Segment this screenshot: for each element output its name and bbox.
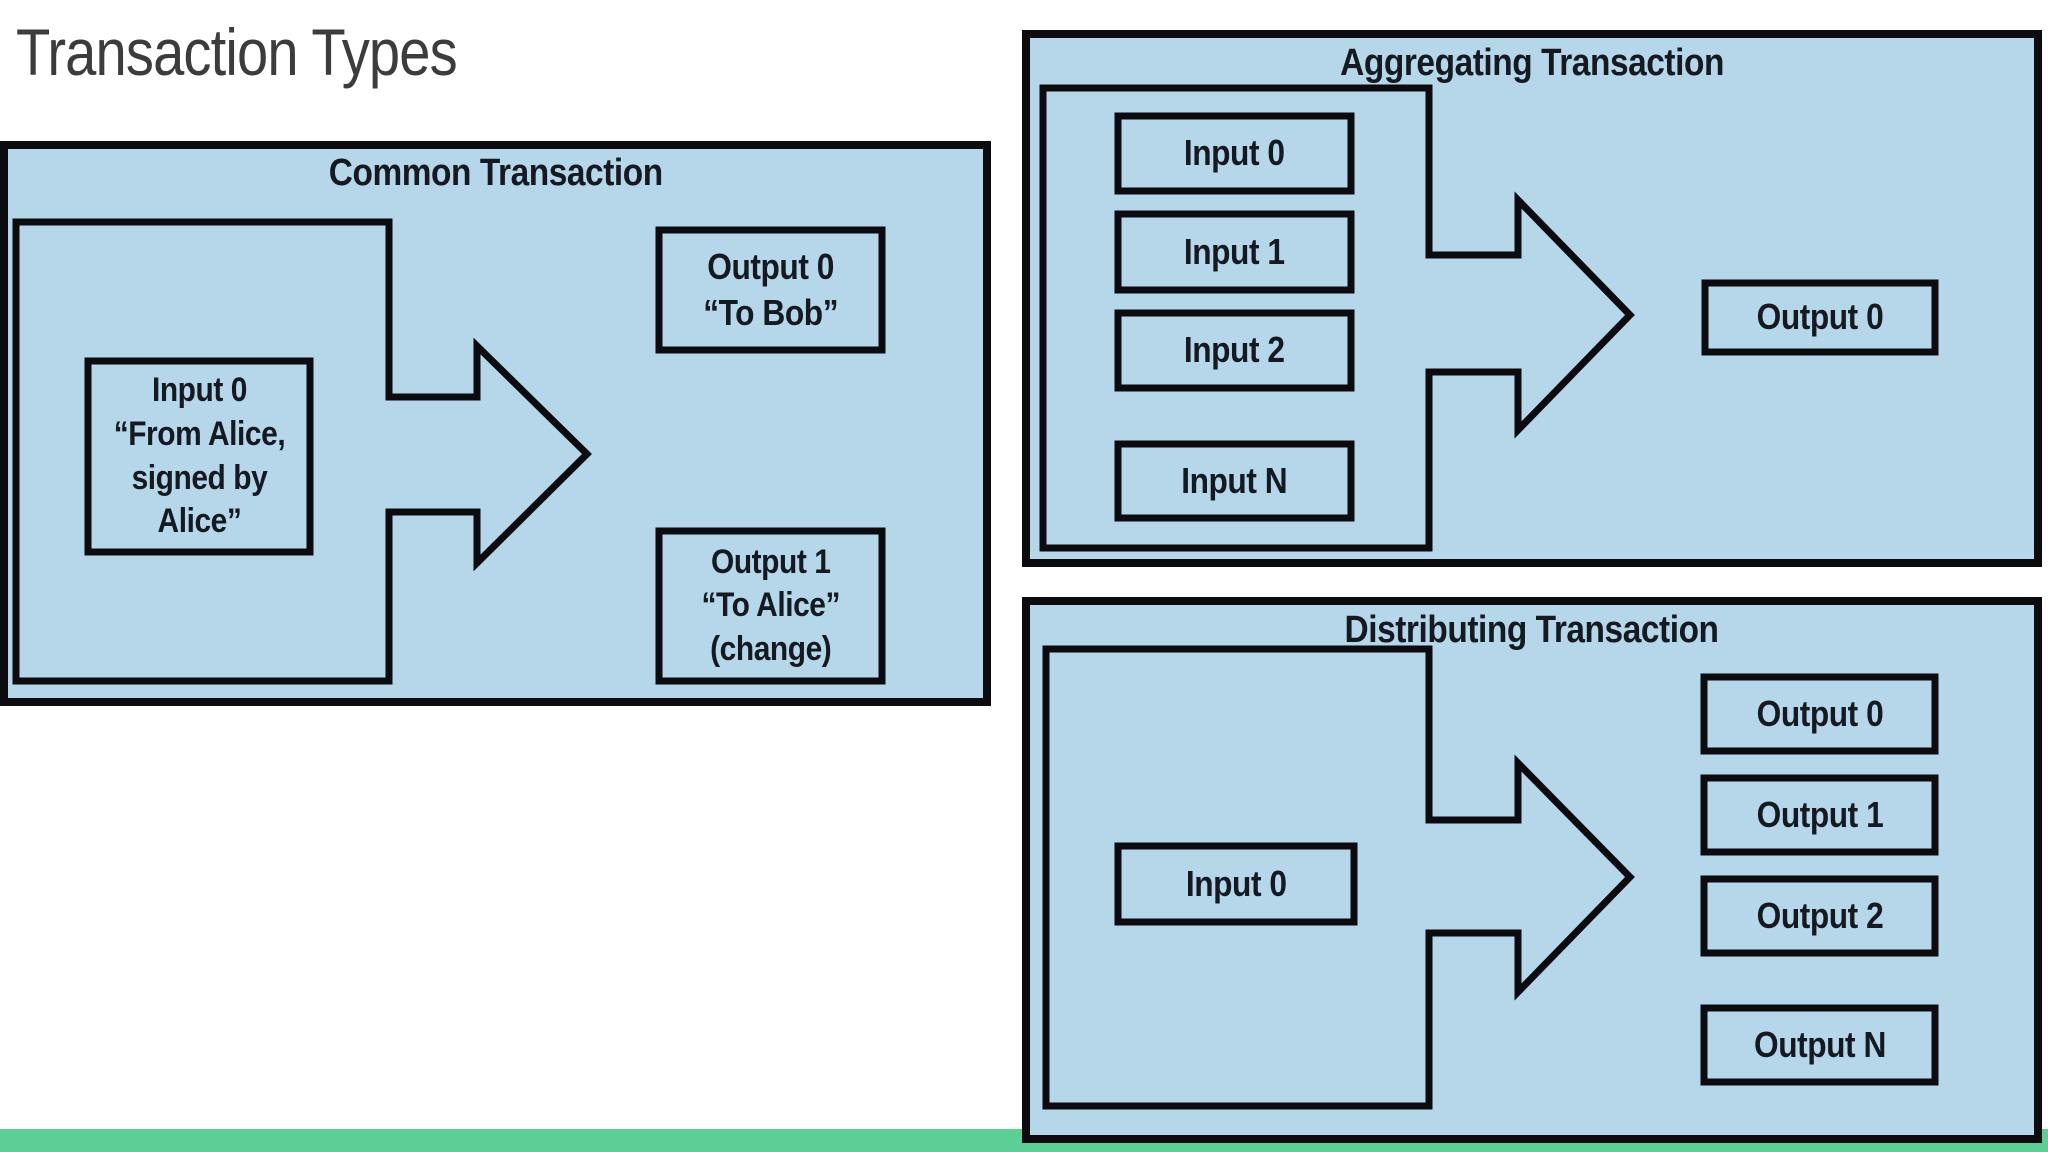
page-title: Transaction Types (16, 15, 458, 89)
distributing-output2-box (1700, 875, 1939, 957)
distributing-input0-box (1114, 842, 1358, 926)
aggregating-input2-box (1114, 309, 1355, 392)
aggregating-input1-box (1114, 210, 1355, 294)
common-output0-box (655, 226, 886, 354)
common-input0-box (84, 357, 314, 556)
distributing-outputN-box (1700, 1004, 1939, 1086)
aggregating-input0-box (1114, 112, 1355, 195)
aggregating-inputN-box (1114, 440, 1355, 522)
distributing-output1-box (1700, 774, 1939, 856)
aggregating-output0-box (1701, 279, 1939, 356)
common-output1-box (655, 527, 886, 685)
distributing-output0-box (1700, 673, 1939, 755)
